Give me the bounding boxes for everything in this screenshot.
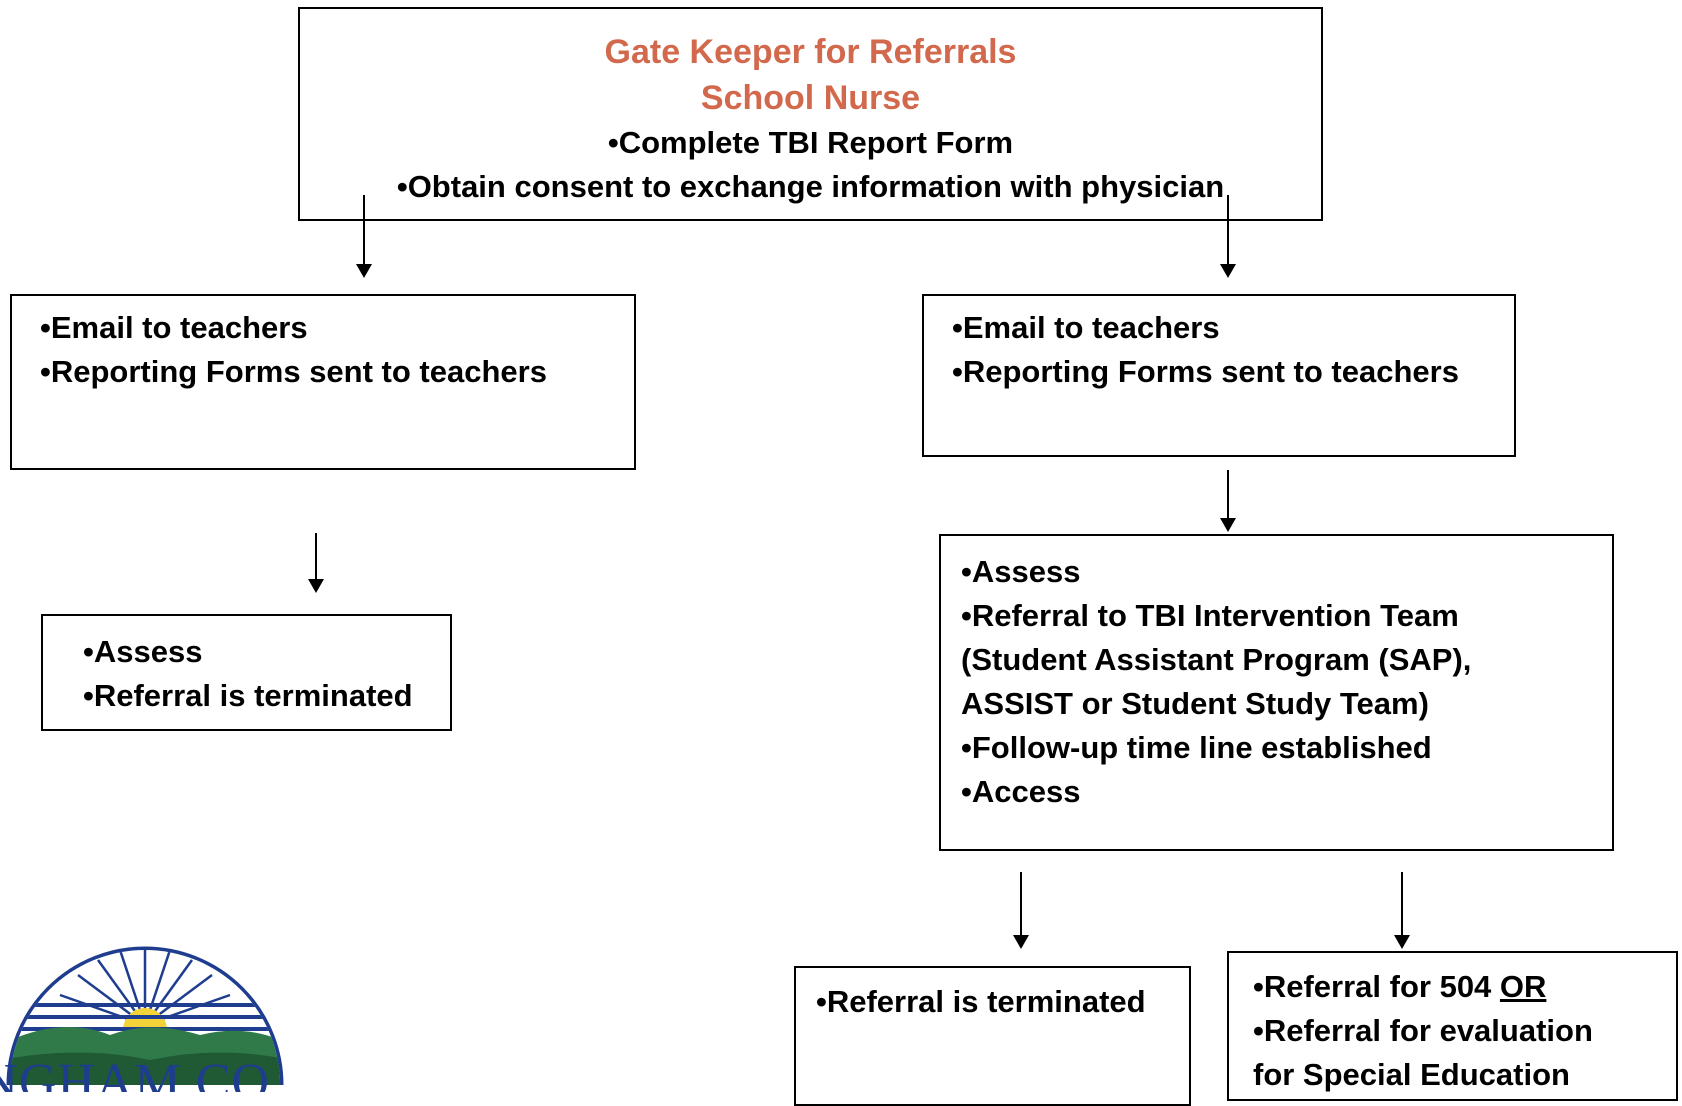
- arrow-right-email-to-assess: [1220, 470, 1236, 532]
- ingham-county-logo: INGHAM CO: [0, 895, 290, 1092]
- school-nurse-title: School Nurse: [700, 79, 921, 117]
- gatekeeper-title: Gate Keeper for Referrals: [604, 33, 1017, 71]
- right-email-box: •Email to teachers •Reporting Forms sent…: [922, 294, 1516, 457]
- gatekeeper-item-consent: •Obtain consent to exchange information …: [396, 169, 1225, 204]
- left-email-item: •Email to teachers: [40, 310, 308, 345]
- arrow-assess-to-terminated: [1013, 872, 1029, 949]
- right-assess-item: •Assess: [961, 554, 1081, 589]
- arrow-left-email-to-assess: [308, 533, 324, 593]
- left-terminated-item: •Referral is terminated: [83, 678, 413, 713]
- arrow-top-to-left: [356, 195, 372, 278]
- right-assess-box: •Assess •Referral to TBI Intervention Te…: [939, 534, 1614, 851]
- left-assess-item: •Assess: [83, 634, 203, 669]
- arrow-assess-to-504: [1394, 872, 1410, 949]
- right-tbi-team-item: •Referral to TBI Intervention Team: [961, 598, 1459, 633]
- arrow-top-to-right: [1220, 195, 1236, 278]
- bottom-evaluation-item: •Referral for evaluation: [1253, 1013, 1593, 1048]
- right-access-item: •Access: [961, 774, 1081, 809]
- ref504-or: OR: [1499, 969, 1547, 1004]
- left-assess-box: •Assess •Referral is terminated: [41, 614, 452, 731]
- ref504-prefix: •Referral for 504: [1253, 969, 1500, 1004]
- right-followup-item: •Follow-up time line established: [961, 730, 1432, 765]
- right-reporting-forms-item: •Reporting Forms sent to teachers: [952, 354, 1459, 389]
- gatekeeper-box: Gate Keeper for Referrals School Nurse •…: [298, 7, 1323, 221]
- right-assist-line: ASSIST or Student Study Team): [961, 686, 1429, 721]
- bottom-504-item: •Referral for 504 OR: [1253, 965, 1676, 1009]
- left-email-box: •Email to teachers •Reporting Forms sent…: [10, 294, 636, 470]
- bottom-terminated-box: •Referral is terminated: [794, 966, 1191, 1106]
- right-email-item: •Email to teachers: [952, 310, 1220, 345]
- bottom-504-box: •Referral for 504 OR •Referral for evalu…: [1227, 951, 1678, 1101]
- gatekeeper-item-report-form: •Complete TBI Report Form: [607, 125, 1014, 160]
- bottom-special-ed-line: for Special Education: [1253, 1057, 1570, 1092]
- logo-text: INGHAM CO: [0, 1054, 270, 1092]
- logo-emblem-icon: [6, 946, 284, 1086]
- right-sap-line: (Student Assistant Program (SAP),: [961, 642, 1472, 677]
- bottom-terminated-item: •Referral is terminated: [816, 984, 1146, 1019]
- left-reporting-forms-item: •Reporting Forms sent to teachers: [40, 354, 547, 389]
